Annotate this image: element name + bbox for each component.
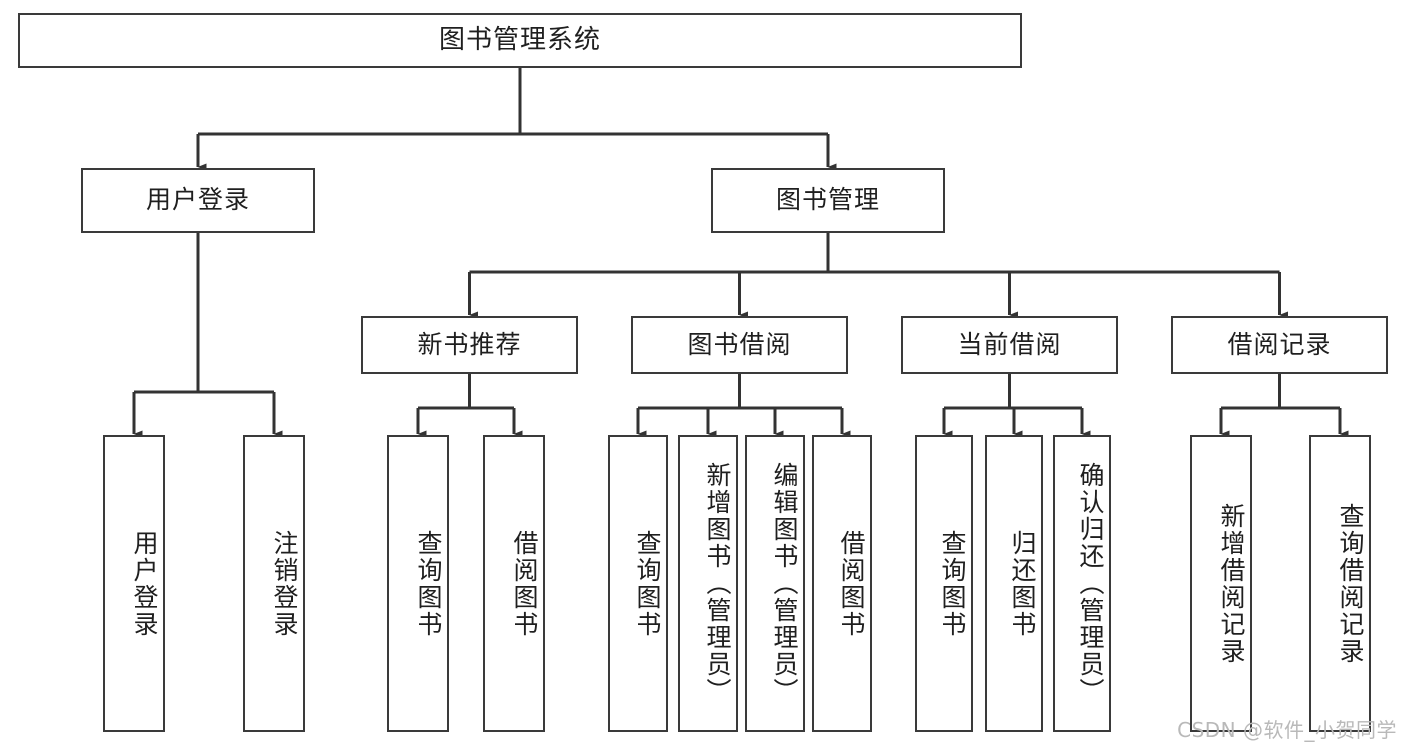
node-图书管理系统[interactable]: 图书管理系统: [18, 13, 1022, 68]
node-新增图书管理员[interactable]: 新增图书（管理员）: [678, 435, 738, 732]
node-图书借阅[interactable]: 图书借阅: [631, 316, 848, 374]
node-新增借阅记录[interactable]: 新增借阅记录: [1190, 435, 1252, 732]
node-label: 借阅图书: [510, 529, 539, 638]
node-label: 编辑图书（管理员）: [770, 462, 799, 705]
node-label: 当前借阅: [957, 329, 1062, 359]
node-编辑图书管理员[interactable]: 编辑图书（管理员）: [745, 435, 805, 732]
node-查询图书[interactable]: 查询图书: [387, 435, 449, 732]
node-查询图书[interactable]: 查询图书: [915, 435, 973, 732]
node-label: 查询图书: [633, 529, 662, 638]
node-label: 图书管理系统: [438, 24, 601, 55]
node-label: 查询借阅记录: [1336, 502, 1365, 665]
node-注销登录[interactable]: 注销登录: [243, 435, 305, 732]
node-label: 图书借阅: [687, 329, 792, 359]
node-label: 新书推荐: [417, 329, 522, 359]
node-label: 用户登录: [130, 529, 159, 638]
node-新书推荐[interactable]: 新书推荐: [361, 316, 578, 374]
node-label: 查询图书: [938, 529, 967, 638]
node-用户登录[interactable]: 用户登录: [81, 168, 315, 233]
node-用户登录[interactable]: 用户登录: [103, 435, 165, 732]
node-label: 用户登录: [145, 185, 250, 215]
node-借阅图书[interactable]: 借阅图书: [483, 435, 545, 732]
node-label: 确认归还（管理员）: [1076, 462, 1105, 705]
node-label: 借阅图书: [837, 529, 866, 638]
node-归还图书[interactable]: 归还图书: [985, 435, 1043, 732]
node-借阅图书[interactable]: 借阅图书: [812, 435, 872, 732]
node-label: 图书管理: [775, 185, 880, 215]
watermark-text: CSDN @软件_小贺同学: [1177, 718, 1397, 742]
node-label: 新增借阅记录: [1217, 502, 1246, 665]
node-借阅记录[interactable]: 借阅记录: [1171, 316, 1388, 374]
node-图书管理[interactable]: 图书管理: [711, 168, 945, 233]
node-label: 查询图书: [414, 529, 443, 638]
node-label: 注销登录: [270, 529, 299, 638]
node-当前借阅[interactable]: 当前借阅: [901, 316, 1118, 374]
node-label: 借阅记录: [1227, 329, 1332, 359]
node-label: 归还图书: [1008, 529, 1037, 638]
node-label: 新增图书（管理员）: [703, 462, 732, 705]
node-查询图书[interactable]: 查询图书: [608, 435, 668, 732]
node-查询借阅记录[interactable]: 查询借阅记录: [1309, 435, 1371, 732]
node-确认归还管理员[interactable]: 确认归还（管理员）: [1053, 435, 1111, 732]
